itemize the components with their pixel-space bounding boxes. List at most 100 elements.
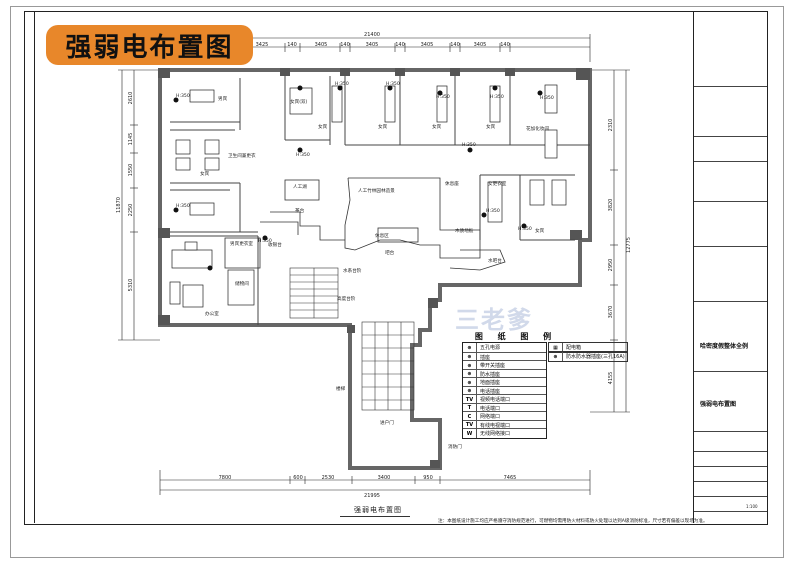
room-label-10: 人工竹林园林造景 [358, 187, 395, 194]
socket-height-1: H:350 [176, 203, 190, 209]
top-seg-7: 140 [450, 42, 460, 48]
socket-height-11: H:350 [258, 238, 272, 244]
socket-height-7: H:350 [540, 95, 554, 101]
socket-height-3: H:350 [335, 81, 349, 87]
room-label-5: 女宾 [432, 123, 442, 130]
right-seg-2: 2950 [608, 259, 614, 272]
room-label-22: 高度台阶 [337, 295, 356, 302]
left-seg-3: 2250 [128, 204, 134, 217]
bottom-seg-0: 7800 [219, 475, 232, 481]
legend-label: 无线网络接口 [480, 431, 511, 437]
top-seg-3: 140 [340, 42, 350, 48]
room-label-6: 女宾 [486, 123, 496, 130]
legend: 图 纸 图 例 ⊕五孔电源 ⊕插座 ⊕带开关插座 ⊕防水插座 ⊕地面插座 ⊕电话… [462, 331, 570, 439]
tb-divider [694, 201, 767, 202]
room-label-13: 水吧台 [488, 257, 502, 264]
tb-divider [694, 466, 767, 467]
socket-height-10: H:350 [518, 226, 532, 232]
interior-walls [170, 76, 590, 325]
legend-label: 防水插座 [480, 371, 501, 378]
top-seg-0: 3425 [256, 42, 269, 48]
landscape-area [224, 177, 506, 271]
room-label-11: 休息座 [445, 180, 459, 187]
bathroom-fixtures [175, 139, 220, 171]
left-seg-2: 1550 [128, 164, 134, 177]
watermark: 三老爹 [455, 306, 533, 334]
bottom-seg-1: 600 [293, 475, 303, 481]
legend-symbol: ⊕ [463, 386, 477, 396]
top-seg-1: 140 [287, 42, 297, 48]
legend-label: 防水防水器插座(三孔16A) [566, 354, 625, 360]
legend-row: ⊕电话插座 [463, 385, 546, 396]
room-label-2: 卫生间兼更衣 [228, 152, 256, 159]
tb-divider [694, 431, 767, 432]
legend-symbol: ⊕ [463, 361, 477, 370]
legend-label: 插座 [480, 354, 491, 361]
tb-divider [694, 496, 767, 497]
room-label-12: 茶台 [295, 207, 305, 214]
legend-row: ⊕五孔电源 [463, 343, 546, 352]
wall-columns [158, 68, 590, 468]
legend-label: 带开关插座 [480, 363, 506, 369]
legend-row: ⊕插座 [463, 351, 546, 362]
right-seg-3: 3670 [608, 306, 614, 319]
room-label-26: 楼梯 [336, 385, 346, 392]
right-seg-0: 2310 [608, 119, 614, 132]
room-label-21: 吧台 [385, 249, 395, 256]
legend-label: 电话插座 [480, 388, 501, 395]
legend-row: ⊕防水防水器插座(三孔16A) [548, 351, 628, 362]
top-seg-6: 3405 [421, 42, 434, 48]
room-label-19: 水系台阶 [343, 267, 362, 274]
legend-label: 视频电话端口 [480, 397, 511, 403]
socket-height-9: H:350 [486, 208, 500, 214]
left-dimension [118, 69, 160, 341]
socket-height-0: H:350 [176, 93, 190, 99]
room-label-7: 女宾 [200, 170, 210, 177]
tb-divider [694, 371, 767, 372]
legend-label: 网络端口 [480, 414, 501, 420]
top-total-dim: 21400 [364, 32, 380, 38]
legend-label: 配电箱 [566, 345, 582, 351]
legend-symbol: ⊕ [463, 378, 477, 387]
room-label-25: 消防门 [448, 443, 462, 450]
top-seg-2: 3405 [315, 42, 328, 48]
tb-scale: 1:100 [746, 504, 758, 509]
bottom-dimension [159, 470, 591, 495]
room-label-8: 花加化妆间 [526, 125, 549, 132]
top-seg-8: 3405 [474, 42, 487, 48]
room-label-16: 办公室 [205, 310, 219, 317]
room-label-0: 男宾 [218, 95, 228, 102]
legend-symbol: C [463, 412, 477, 421]
room-labels: 男宾 女宾 卫生间兼更衣 女宾(双) 女宾 女宾 女宾 女宾 花加化妆间 人工湖… [200, 95, 549, 450]
tb-divider [694, 246, 767, 247]
title-badge: 强弱电布置图 [46, 25, 253, 65]
right-total-dim: 12775 [626, 237, 632, 253]
socket-height-4: H:350 [386, 81, 400, 87]
legend-label: 地面插座 [480, 380, 501, 386]
drawing-caption: 强弱电布置图 [354, 506, 402, 514]
room-label-24: 进户门 [380, 419, 394, 426]
legend-symbol: ⊕ [549, 352, 563, 361]
right-seg-4: 4155 [608, 372, 614, 385]
bottom-seg-5: 7465 [504, 475, 517, 481]
top-seg-5: 140 [395, 42, 405, 48]
socket-height-8: H:350 [462, 142, 476, 148]
socket-height-6: H:350 [490, 94, 504, 100]
title-block: 哈密度假整体全例 强弱电布置图 1:100 [693, 11, 767, 523]
caption-underline [340, 516, 410, 517]
tb-divider [694, 136, 767, 137]
entrance-tiles [361, 321, 415, 411]
top-seg-9: 140 [500, 42, 510, 48]
room-label-27: 女宾 [535, 227, 545, 234]
legend-symbol: ⊕ [463, 343, 477, 352]
legend-symbol: W [463, 429, 477, 438]
legend-label: 电话端口 [480, 405, 501, 412]
legend-extra: ▦配电箱 ⊕防水防水器插座(三孔16A) [548, 342, 628, 362]
stair [289, 267, 339, 319]
room-label-15: 储物间 [235, 280, 249, 287]
legend-symbol: ⊕ [463, 352, 477, 362]
